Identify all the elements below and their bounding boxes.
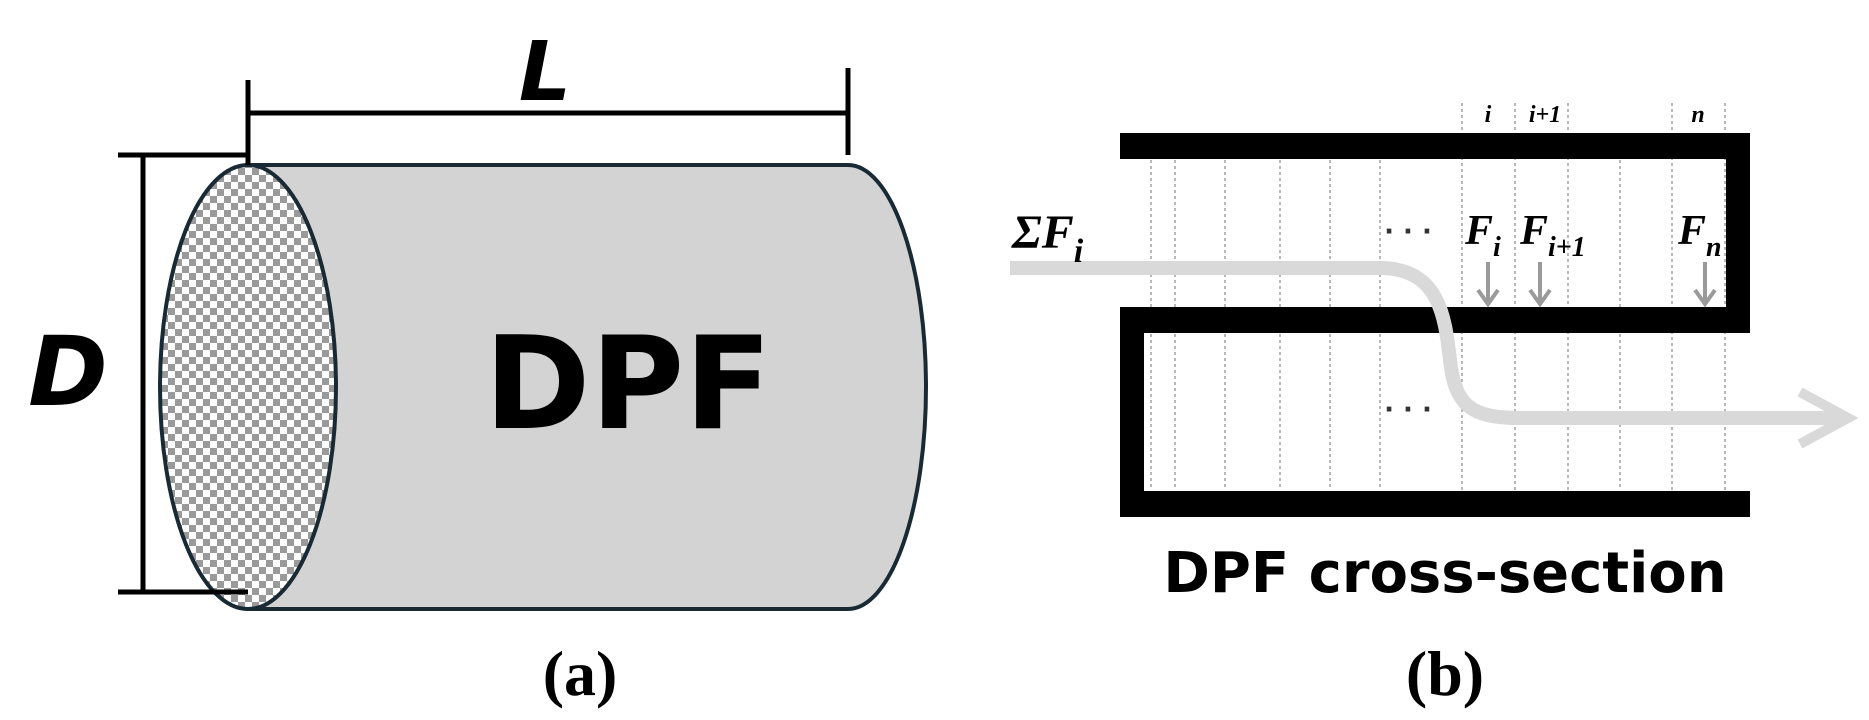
panel-a: L D DPF (a)	[28, 25, 928, 709]
cylinder-end-face	[158, 163, 338, 611]
length-dimension	[245, 68, 851, 165]
flux-i1-label: Fi+1	[1519, 208, 1586, 263]
ellipsis-bottom: · · ·	[1384, 395, 1432, 425]
ellipsis-top: · · ·	[1384, 217, 1432, 247]
flux-i1-arrow	[1528, 262, 1552, 308]
length-label: L	[519, 25, 571, 120]
inflow-label: ΣFi	[1011, 206, 1084, 270]
flux-i-arrow	[1476, 262, 1500, 308]
diameter-label: D	[28, 316, 108, 428]
flow-arrowhead	[1797, 387, 1859, 449]
inflow-sigma: ΣF	[1011, 206, 1074, 259]
cylinder-body	[246, 163, 928, 611]
flux-n-label: Fn	[1677, 208, 1722, 263]
index-i: i	[1485, 102, 1492, 128]
caption-b: (b)	[1406, 638, 1484, 709]
flow-path	[1010, 261, 1840, 425]
flux-arrows	[1476, 262, 1717, 308]
index-n: n	[1691, 102, 1704, 128]
index-i1: i+1	[1529, 102, 1561, 128]
diameter-dimension	[118, 152, 248, 595]
panel-b: i i+1 n ΣFi · · · · · · Fi Fi+1 Fn DPF c…	[1010, 102, 1859, 709]
channel-walls	[1120, 133, 1750, 517]
flux-n-arrow	[1693, 262, 1717, 308]
inflow-subscript: i	[1074, 233, 1084, 270]
cross-section-title: DPF cross-section	[1163, 541, 1726, 606]
caption-a: (a)	[543, 638, 618, 709]
flux-i-label: Fi	[1464, 208, 1501, 263]
dpf-body-label: DPF	[484, 310, 772, 459]
